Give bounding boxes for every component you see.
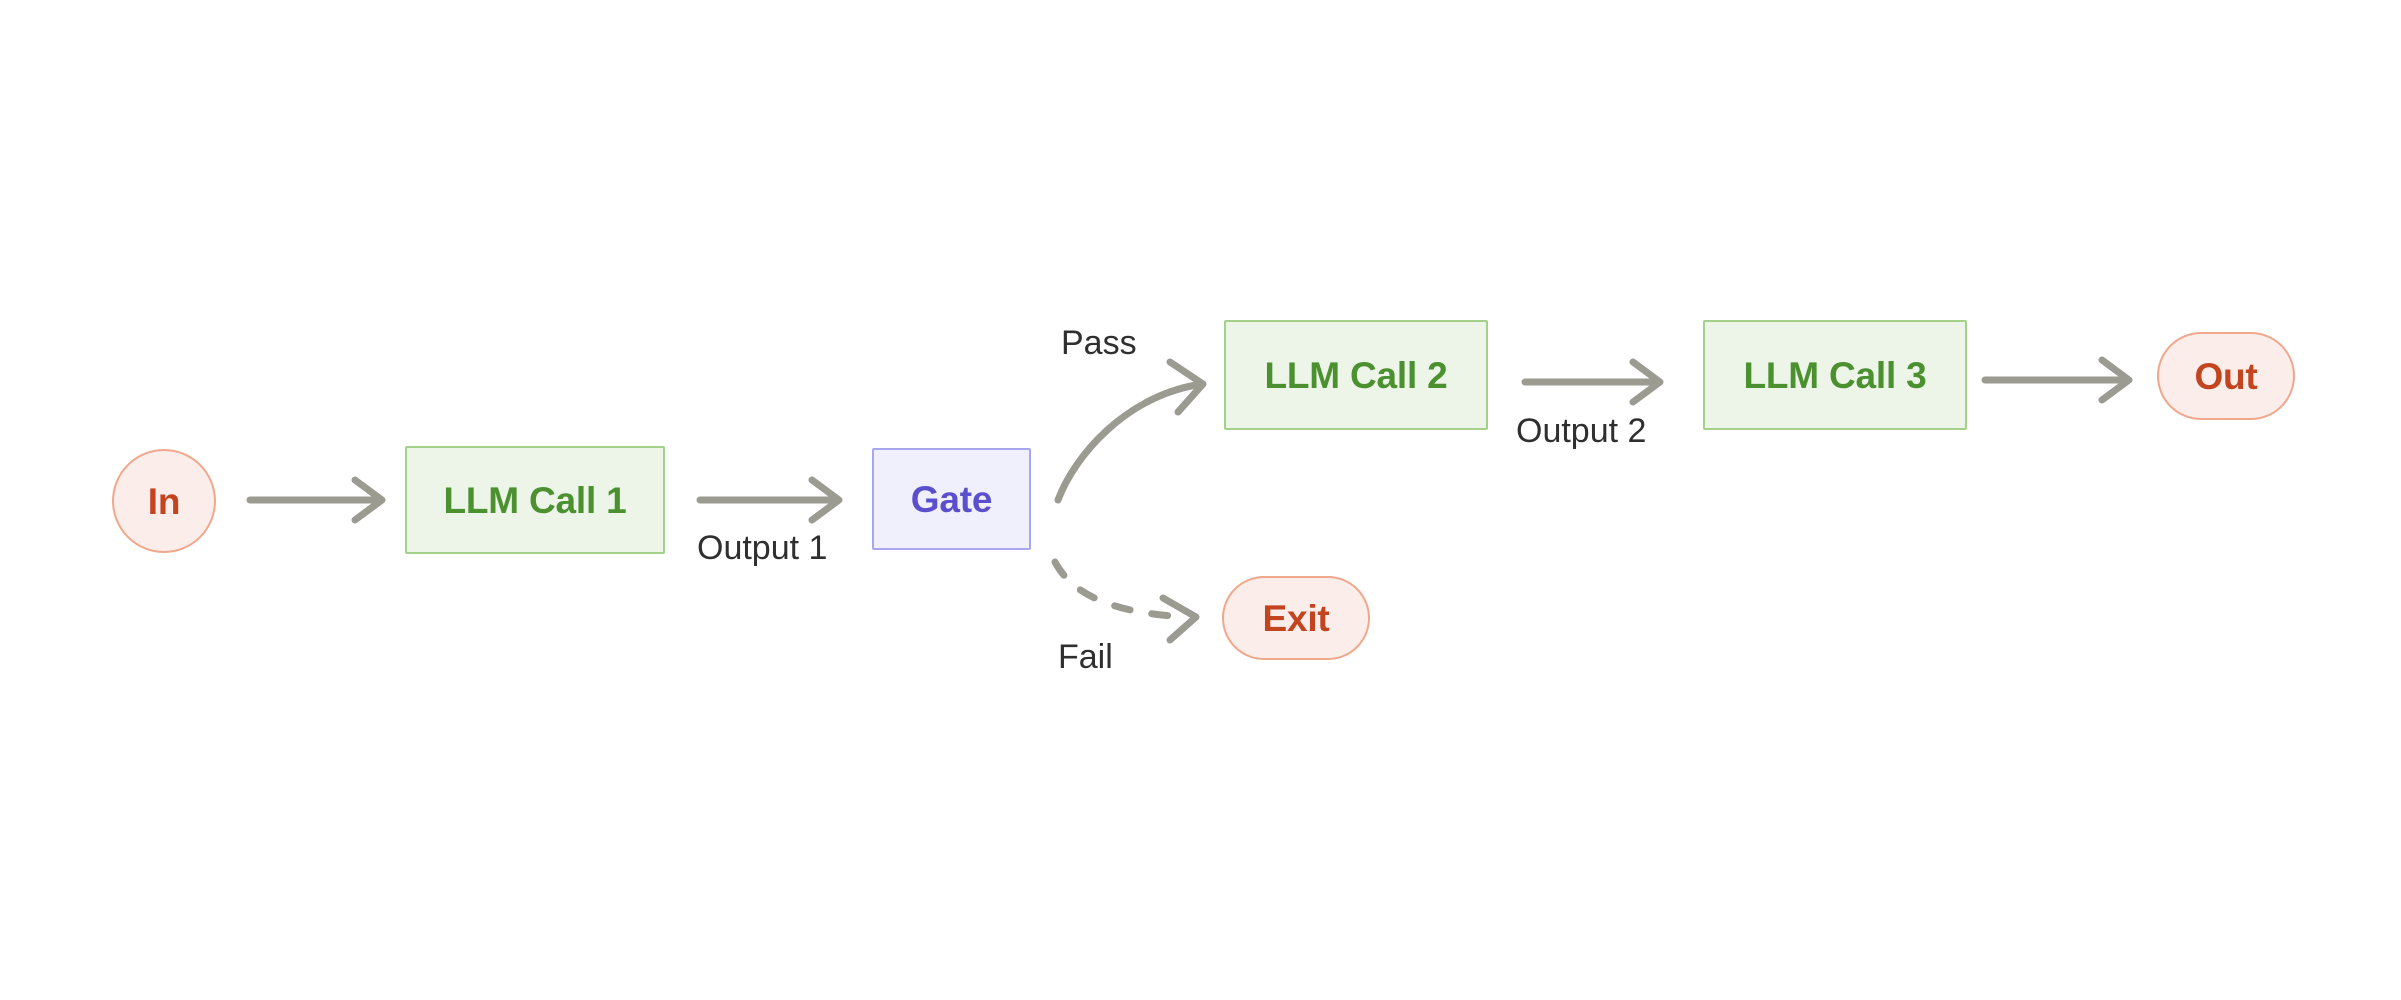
node-gate[interactable]: Gate xyxy=(872,448,1031,550)
edge-gate-to-llm-call-2-pass xyxy=(1054,358,1207,504)
node-llm-call-1[interactable]: LLM Call 1 xyxy=(405,446,665,554)
node-llm-call-2[interactable]: LLM Call 2 xyxy=(1224,320,1488,430)
edge-label-fail: Fail xyxy=(1058,638,1113,676)
edge-gate-to-exit-fail xyxy=(1051,558,1200,644)
edge-label-output-1: Output 1 xyxy=(697,529,828,567)
edge-llm-call-3-to-out xyxy=(1981,356,2133,404)
edge-llm-call-2-to-llm-call-3 xyxy=(1521,358,1664,406)
node-llm-call-3[interactable]: LLM Call 3 xyxy=(1703,320,1967,430)
node-exit-label: Exit xyxy=(1262,597,1330,639)
node-llm-call-1-label: LLM Call 1 xyxy=(443,479,627,521)
edge-label-pass: Pass xyxy=(1061,324,1137,362)
node-llm-call-3-label: LLM Call 3 xyxy=(1743,354,1927,396)
node-in-label: In xyxy=(147,480,181,522)
node-out[interactable]: Out xyxy=(2157,332,2295,420)
node-out-label: Out xyxy=(2194,355,2258,397)
node-exit[interactable]: Exit xyxy=(1222,576,1370,660)
node-llm-call-2-label: LLM Call 2 xyxy=(1264,354,1448,396)
edge-label-output-2: Output 2 xyxy=(1516,412,1647,450)
edge-in-to-llm-call-1 xyxy=(246,476,386,524)
node-in[interactable]: In xyxy=(112,449,216,553)
edge-llm-call-1-to-gate xyxy=(696,476,843,524)
node-gate-label: Gate xyxy=(910,478,993,520)
